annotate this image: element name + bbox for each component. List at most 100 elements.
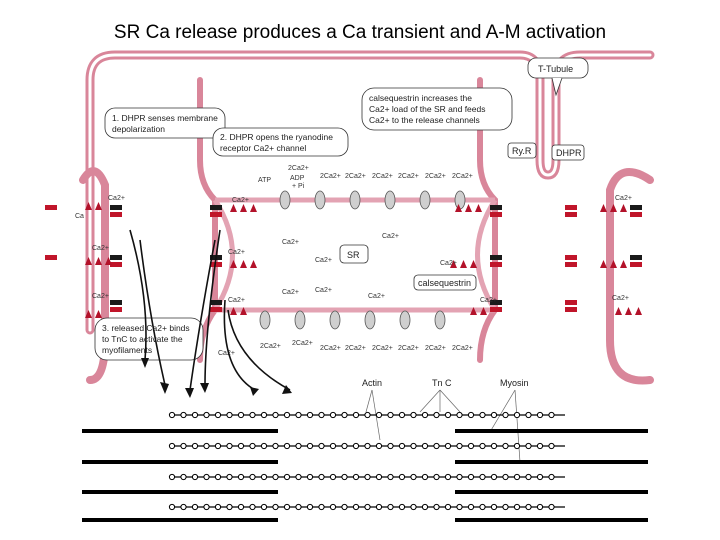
actin-monomer: [180, 442, 187, 450]
ca-label: Ca2+: [315, 257, 332, 264]
callout-text: myofilaments: [102, 345, 152, 355]
flow-arrows: [129, 229, 291, 391]
actin-monomer: [421, 473, 429, 481]
calcium-ion-labels: Ca2+ Ca Ca2+ Ca2+ Ca2+ Ca2+ Ca2+ Ca2+ Ca…: [75, 165, 632, 357]
actin-monomer: [226, 473, 233, 481]
ca-label: Ca2+: [282, 289, 299, 296]
two-ca-label: 2Ca2+: [372, 173, 393, 180]
actin-monomer: [525, 473, 532, 481]
actin-monomer: [490, 411, 498, 419]
ryr-label: Ry.R: [512, 146, 532, 156]
actin-monomer: [548, 503, 555, 511]
actin-monomer: [479, 503, 486, 511]
actin-monomer: [375, 473, 383, 481]
ca-label: Ca2+: [228, 297, 245, 304]
two-ca-label: 2Ca2+: [288, 165, 309, 172]
actin-monomer: [398, 411, 406, 419]
actin-monomer: [249, 503, 256, 511]
two-ca-label: 2Ca2+: [320, 345, 341, 352]
actin-monomer: [214, 473, 222, 481]
actin-monomer: [168, 411, 176, 419]
actin-monomer: [548, 411, 555, 419]
actin-monomer: [502, 442, 509, 450]
actin-monomer: [260, 503, 268, 511]
actin-monomer: [352, 442, 360, 450]
two-ca-label: 2Ca2+: [452, 345, 473, 352]
actin-monomer: [283, 411, 291, 419]
actin-monomer: [433, 473, 440, 481]
actin-monomer: [502, 503, 509, 511]
actin-monomer: [398, 473, 406, 481]
ca-label: Ca2+: [368, 293, 385, 300]
ca-label: Ca2+: [92, 245, 109, 252]
actin-monomer: [536, 442, 544, 450]
actin-monomer: [502, 411, 509, 419]
actin-monomer: [260, 473, 268, 481]
actin-monomer: [237, 473, 245, 481]
callout-calsequestrin-note: calsequestrin increases the Ca2+ load of…: [361, 87, 513, 131]
myosin-thick-filament: [455, 490, 648, 494]
actin-monomer: [341, 411, 348, 419]
myosin-label: Myosin: [500, 378, 529, 388]
actin-monomer: [249, 473, 256, 481]
actin-monomer: [237, 503, 245, 511]
two-ca-label: 2Ca2+: [292, 340, 313, 347]
actin-monomer: [433, 503, 440, 511]
actin-monomer: [272, 411, 279, 419]
actin-monomer: [536, 411, 544, 419]
actin-monomer: [387, 411, 394, 419]
myosin-thick-filament: [82, 429, 278, 433]
two-ca-label: 2Ca2+: [452, 173, 473, 180]
ca-label: Ca2+: [612, 295, 629, 302]
actin-monomer: [421, 411, 429, 419]
actin-monomer: [352, 411, 360, 419]
actin-monomer: [203, 411, 210, 419]
two-ca-label: 2Ca2+: [398, 345, 419, 352]
actin-monomer: [180, 473, 187, 481]
atp-label: ATP: [258, 177, 271, 184]
callout-text: Ca2+ load of the SR and feeds: [369, 104, 486, 114]
actin-monomer: [456, 473, 463, 481]
callout-step3: 3. released Ca2+ binds to TnC to activat…: [94, 317, 204, 361]
actin-monomer: [249, 411, 256, 419]
actin-monomer: [536, 473, 544, 481]
two-ca-label: 2Ca2+: [398, 173, 419, 180]
actin-monomer: [456, 411, 463, 419]
callout-text: 1. DHPR senses membrane: [112, 113, 218, 123]
actin-monomer: [525, 411, 532, 419]
actin-monomer: [444, 503, 452, 511]
actin-monomer: [283, 503, 291, 511]
actin-monomer: [364, 503, 371, 511]
actin-monomer: [536, 503, 544, 511]
callout-step2: 2. DHPR opens the ryanodine receptor Ca2…: [212, 127, 349, 157]
ca-label: Ca: [75, 213, 84, 220]
actin-monomer: [467, 411, 475, 419]
actin-monomer: [191, 503, 199, 511]
two-ca-label: 2Ca2+: [345, 345, 366, 352]
actin-monomer: [479, 442, 486, 450]
ca-label: Ca2+: [440, 260, 457, 267]
two-ca-label: 2Ca2+: [425, 173, 446, 180]
myosin-thick-filament: [82, 518, 278, 522]
ca-label: Ca2+: [282, 239, 299, 246]
actin-monomer: [352, 473, 360, 481]
actin-monomer: [329, 503, 337, 511]
actin-monomer: [191, 442, 199, 450]
actin-monomer: [180, 503, 187, 511]
actin-monomer: [444, 473, 452, 481]
actin-monomer: [306, 473, 314, 481]
actin-monomer: [513, 442, 521, 450]
calsequestrin-label: calsequestrin: [418, 278, 471, 288]
actin-monomer: [467, 503, 475, 511]
actin-monomer: [490, 442, 498, 450]
actin-monomer: [191, 411, 199, 419]
actin-monomer: [352, 503, 360, 511]
ca-label: Ca2+: [232, 197, 249, 204]
actin-monomer: [318, 503, 325, 511]
sr-label-group: SR: [339, 244, 369, 264]
actin-monomer: [168, 442, 176, 450]
actin-monomer: [421, 503, 429, 511]
tnc-label: Tn C: [432, 378, 452, 388]
ca-label: Ca2+: [228, 249, 245, 256]
actin-monomer: [364, 442, 371, 450]
